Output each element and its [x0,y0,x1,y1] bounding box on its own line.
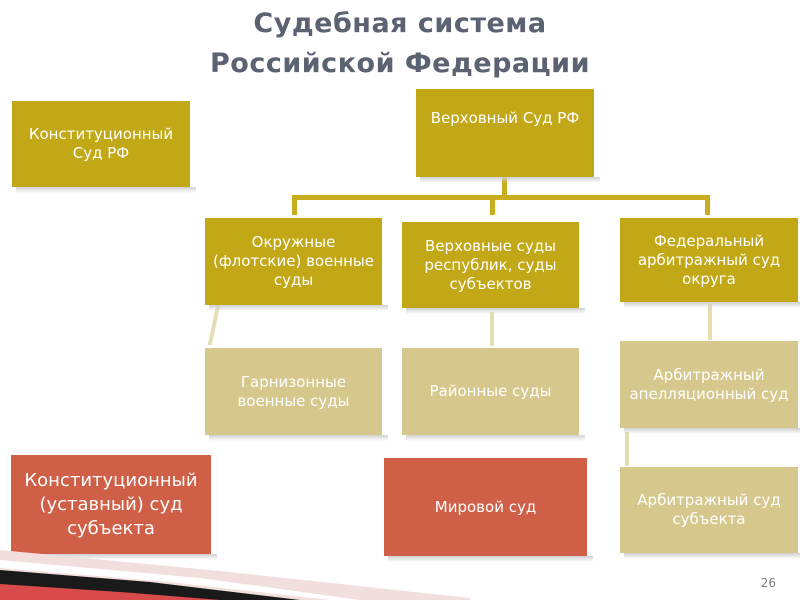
feeder-line-middle [490,312,494,346]
slide-number: 26 [760,576,776,590]
connector-right-drop [705,195,710,215]
title-line-1: Судебная система [253,8,547,39]
feeder-line-right-lower [625,432,629,466]
district-courts-box: Районные суды [402,348,585,441]
feeder-line-right [708,304,712,340]
regional-supreme-courts-box: Верховные суды республик, суды субъектов [402,222,585,314]
title-line-2: Российской Федерации [210,48,590,79]
decorative-stripes [0,550,470,600]
connector-root-stem [502,177,507,197]
regional-supreme-courts-label: Верховные суды республик, суды субъектов [424,236,557,293]
page-title: Судебная система Российской Федерации [0,4,800,84]
constitutional-court-rf-label: Конституционный Суд РФ [28,125,174,162]
subject-arbitration-court-label: Арбитражный суд субъекта [637,491,781,528]
district-military-courts-label: Окружные (флотские) военные суды [212,233,374,289]
garrison-military-courts-label: Гарнизонные военные суды [237,372,350,410]
federal-arbitration-court-box: Федеральный арбитражный суд округа [620,218,800,308]
district-military-courts-box: Окружные (флотские) военные суды [205,218,388,311]
connector-left-drop [292,195,297,215]
connector-middle-drop [490,195,495,215]
supreme-court-rf-box: Верховный Суд РФ [416,89,600,183]
constitutional-subject-court-label: Конституционный (уставный) суд субъекта [24,469,198,539]
federal-arbitration-court-label: Федеральный арбитражный суд округа [637,231,781,288]
constitutional-court-rf-box: Конституционный Суд РФ [12,101,196,193]
magistrate-court-label: Мировой суд [434,497,537,516]
appellate-arbitration-court-box: Арбитражный апелляционный суд [620,341,800,434]
constitutional-subject-court-box: Конституционный (уставный) суд субъекта [11,455,217,560]
magistrate-court-box: Мировой суд [384,458,593,562]
subject-arbitration-court-box: Арбитражный суд субъекта [620,467,800,559]
supreme-court-rf-label: Верховный Суд РФ [430,109,580,127]
district-courts-label: Районные суды [429,382,552,400]
appellate-arbitration-court-label: Арбитражный апелляционный суд [629,365,789,403]
connector-horizontal [292,195,710,200]
garrison-military-courts-box: Гарнизонные военные суды [205,348,388,441]
feeder-line-left [207,305,221,345]
